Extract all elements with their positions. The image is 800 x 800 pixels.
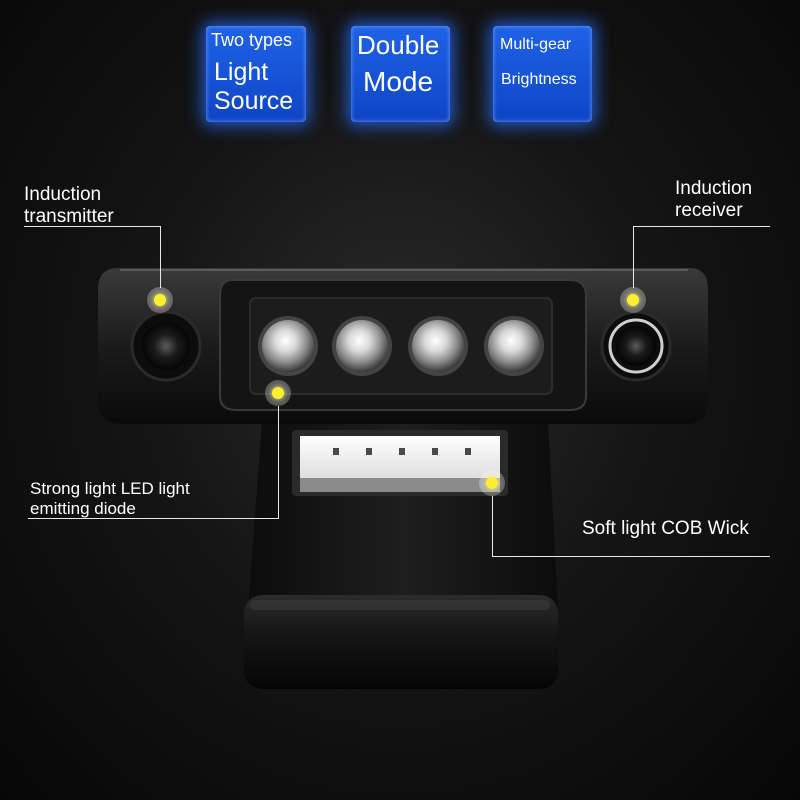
leader-line [633, 226, 634, 288]
marker-dot [479, 470, 505, 496]
leader-line [492, 496, 493, 556]
callout-strong-light-line-1: Strong light LED light [30, 479, 190, 498]
leader-line [278, 406, 279, 518]
marker-dot [265, 380, 291, 406]
badge-double-mode-line-1: Double [357, 30, 440, 60]
badge-double-mode-line-2: Mode [363, 66, 434, 97]
badge-double-mode: Double Mode [351, 26, 450, 122]
callout-induction-transmitter-line-2: transmitter [24, 206, 114, 227]
marker-dot [620, 287, 646, 313]
leader-line [160, 226, 161, 288]
badge-light-source-line-3: Source [214, 87, 294, 115]
badge-light-source: Two types Light Source [206, 26, 306, 122]
leader-line [28, 518, 279, 519]
marker-dot [147, 287, 173, 313]
callout-soft-light-cob: Soft light COB Wick [582, 518, 749, 539]
callout-induction-transmitter-line-1: Induction [24, 184, 102, 205]
callout-induction-transmitter: Induction transmitter [24, 184, 114, 228]
callout-strong-light-led: Strong light LED light emitting diode [30, 479, 190, 519]
callout-induction-receiver-line-1: Induction [675, 178, 753, 199]
leader-line [633, 226, 770, 227]
badge-multi-gear-line-1: Multi-gear [500, 36, 572, 53]
badge-light-source-line-1: Two types [211, 30, 293, 50]
callout-induction-receiver-line-2: receiver [675, 200, 743, 221]
badge-multi-gear: Multi-gear Brightness [493, 26, 592, 122]
badge-light-source-line-2: Light [214, 58, 269, 86]
badge-multi-gear-line-2: Brightness [501, 71, 577, 88]
leader-line [492, 556, 770, 557]
callout-induction-receiver: Induction receiver [675, 178, 752, 222]
callout-strong-light-line-2: emitting diode [30, 499, 136, 518]
leader-line [24, 226, 160, 227]
